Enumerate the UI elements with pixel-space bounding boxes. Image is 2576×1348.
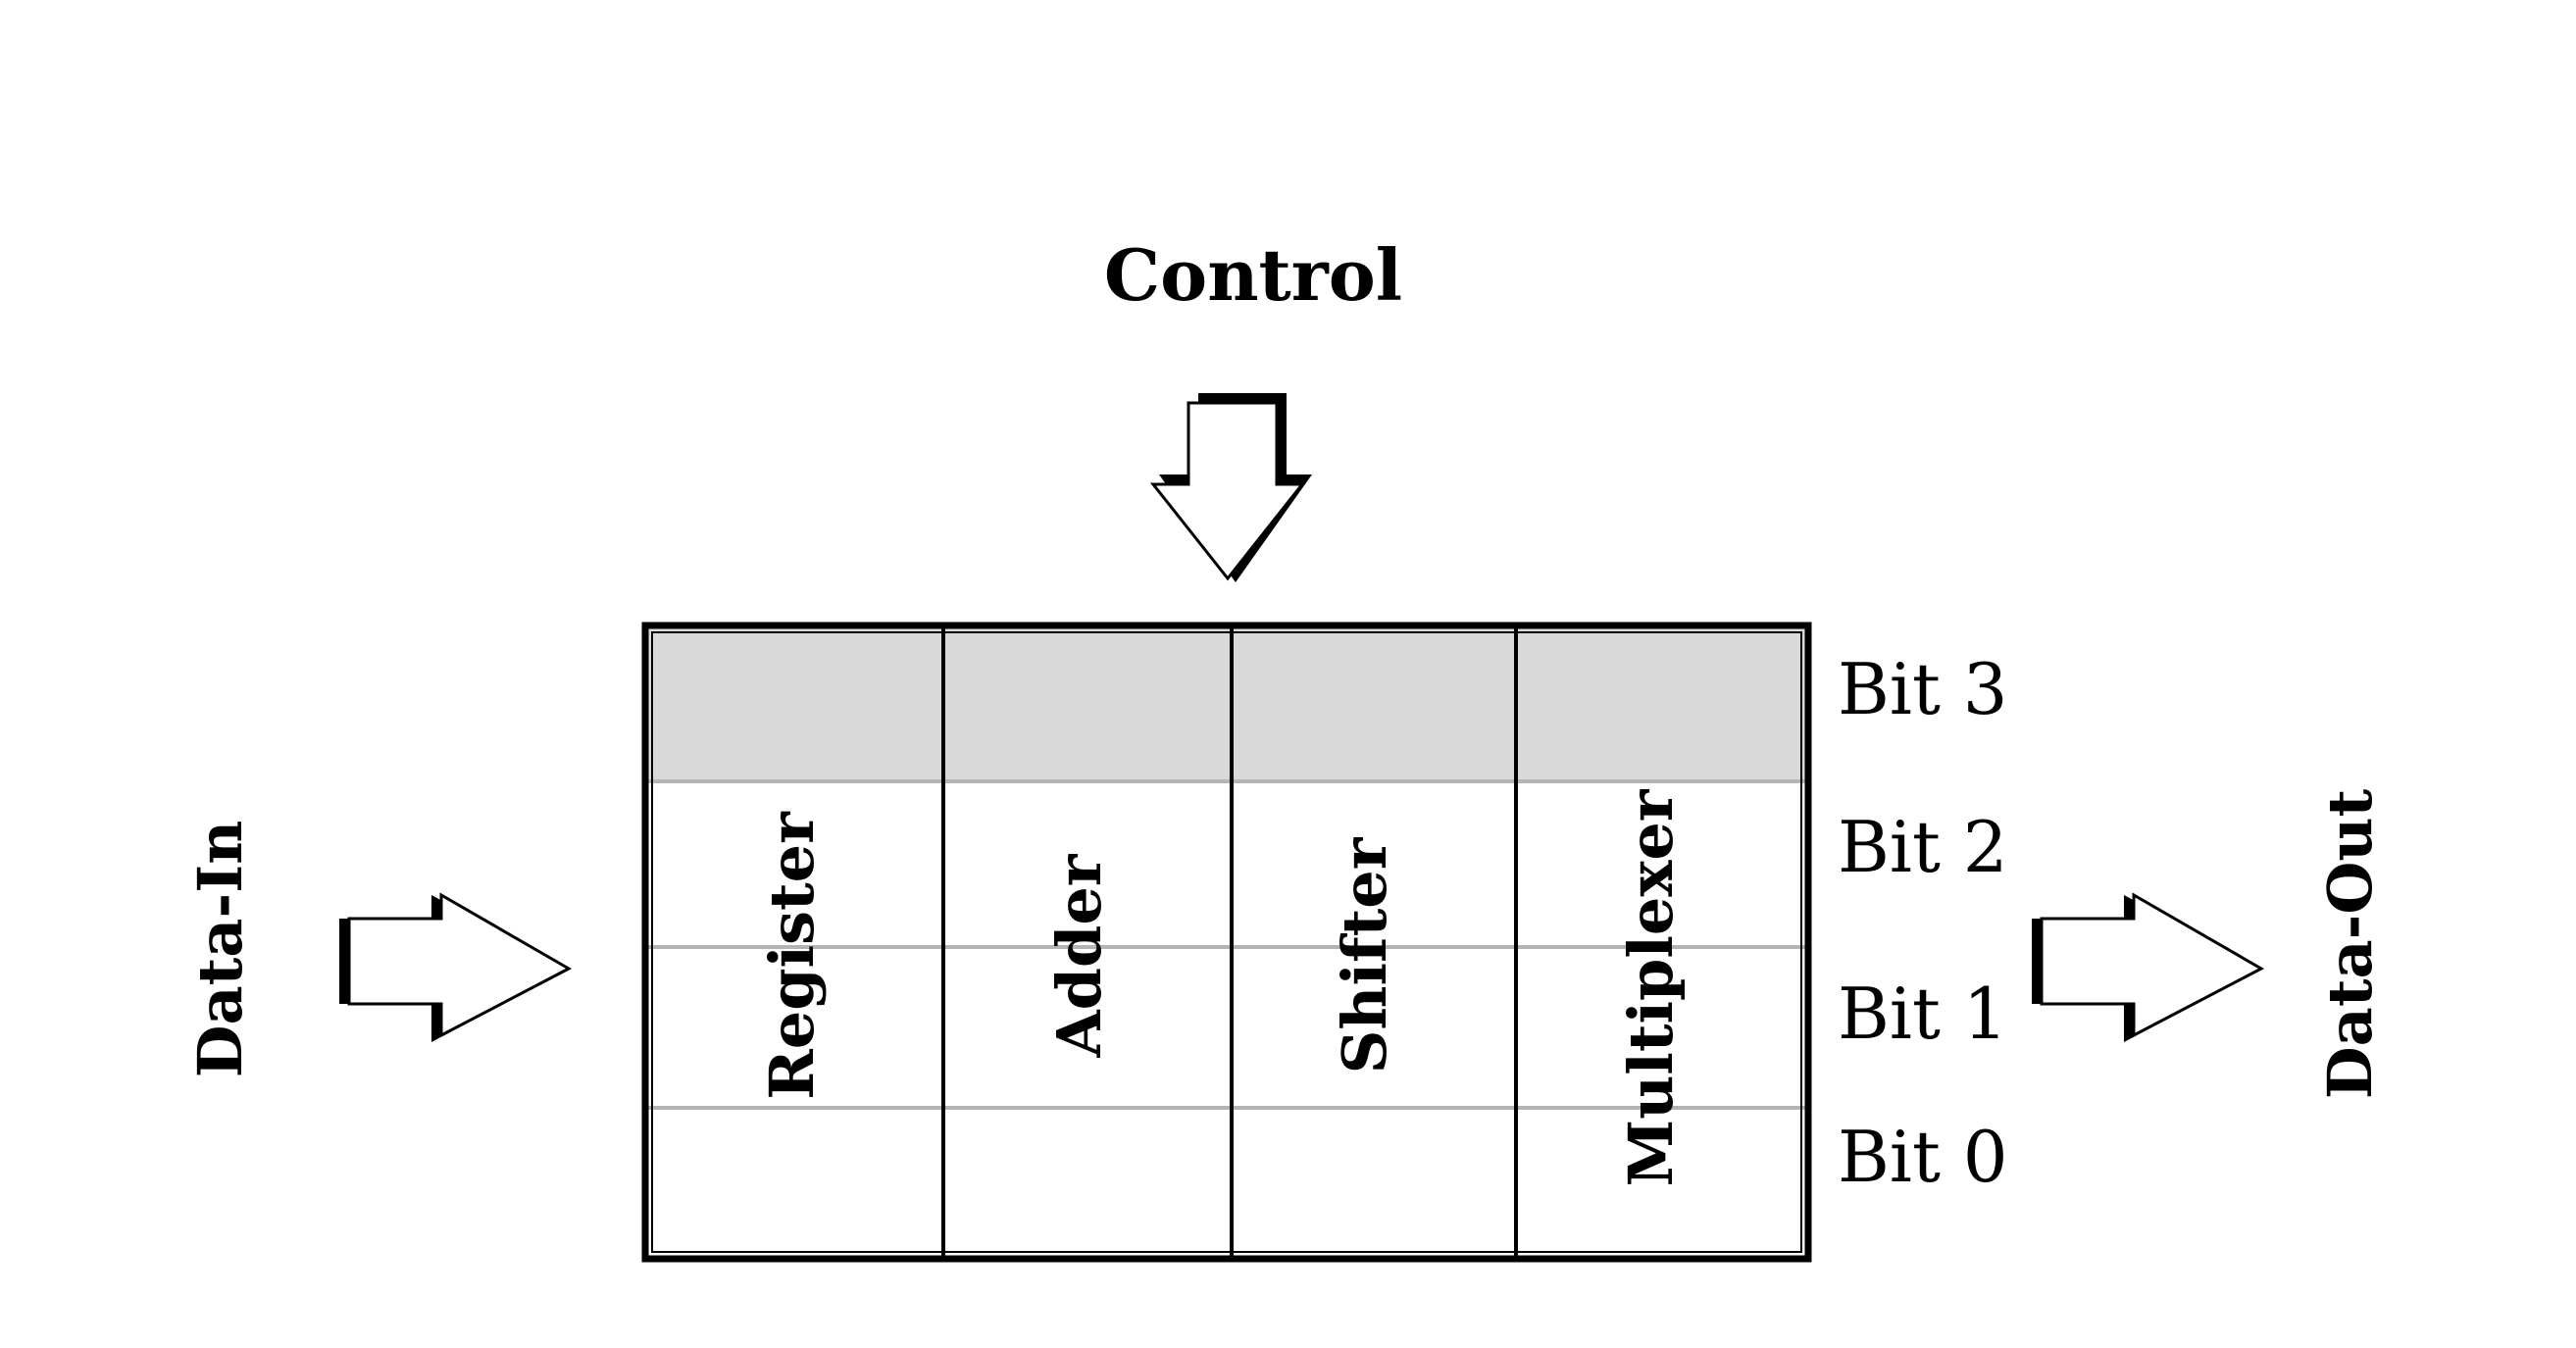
data-out-label: Data-Out — [2314, 789, 2386, 1100]
bit-label-2: Bit 2 — [1838, 806, 2008, 888]
bit-slice-box — [641, 622, 1812, 1263]
data-in-arrow-icon — [339, 892, 573, 1042]
column-label-shifter: Shifter — [1329, 836, 1400, 1073]
bit-label-3: Bit 3 — [1838, 648, 2008, 730]
bit-label-0: Bit 0 — [1838, 1116, 2008, 1198]
column-label-multiplexer: Multiplexer — [1615, 788, 1687, 1186]
data-out-arrow-icon — [2032, 892, 2265, 1042]
data-in-label: Data-In — [184, 821, 256, 1078]
column-label-register: Register — [756, 811, 828, 1100]
control-arrow-icon — [1149, 393, 1312, 582]
bit-3-row-highlight — [645, 628, 1808, 781]
column-label-adder: Adder — [1043, 853, 1115, 1058]
bit-label-1: Bit 1 — [1838, 973, 2008, 1055]
control-label: Control — [1104, 233, 1402, 317]
